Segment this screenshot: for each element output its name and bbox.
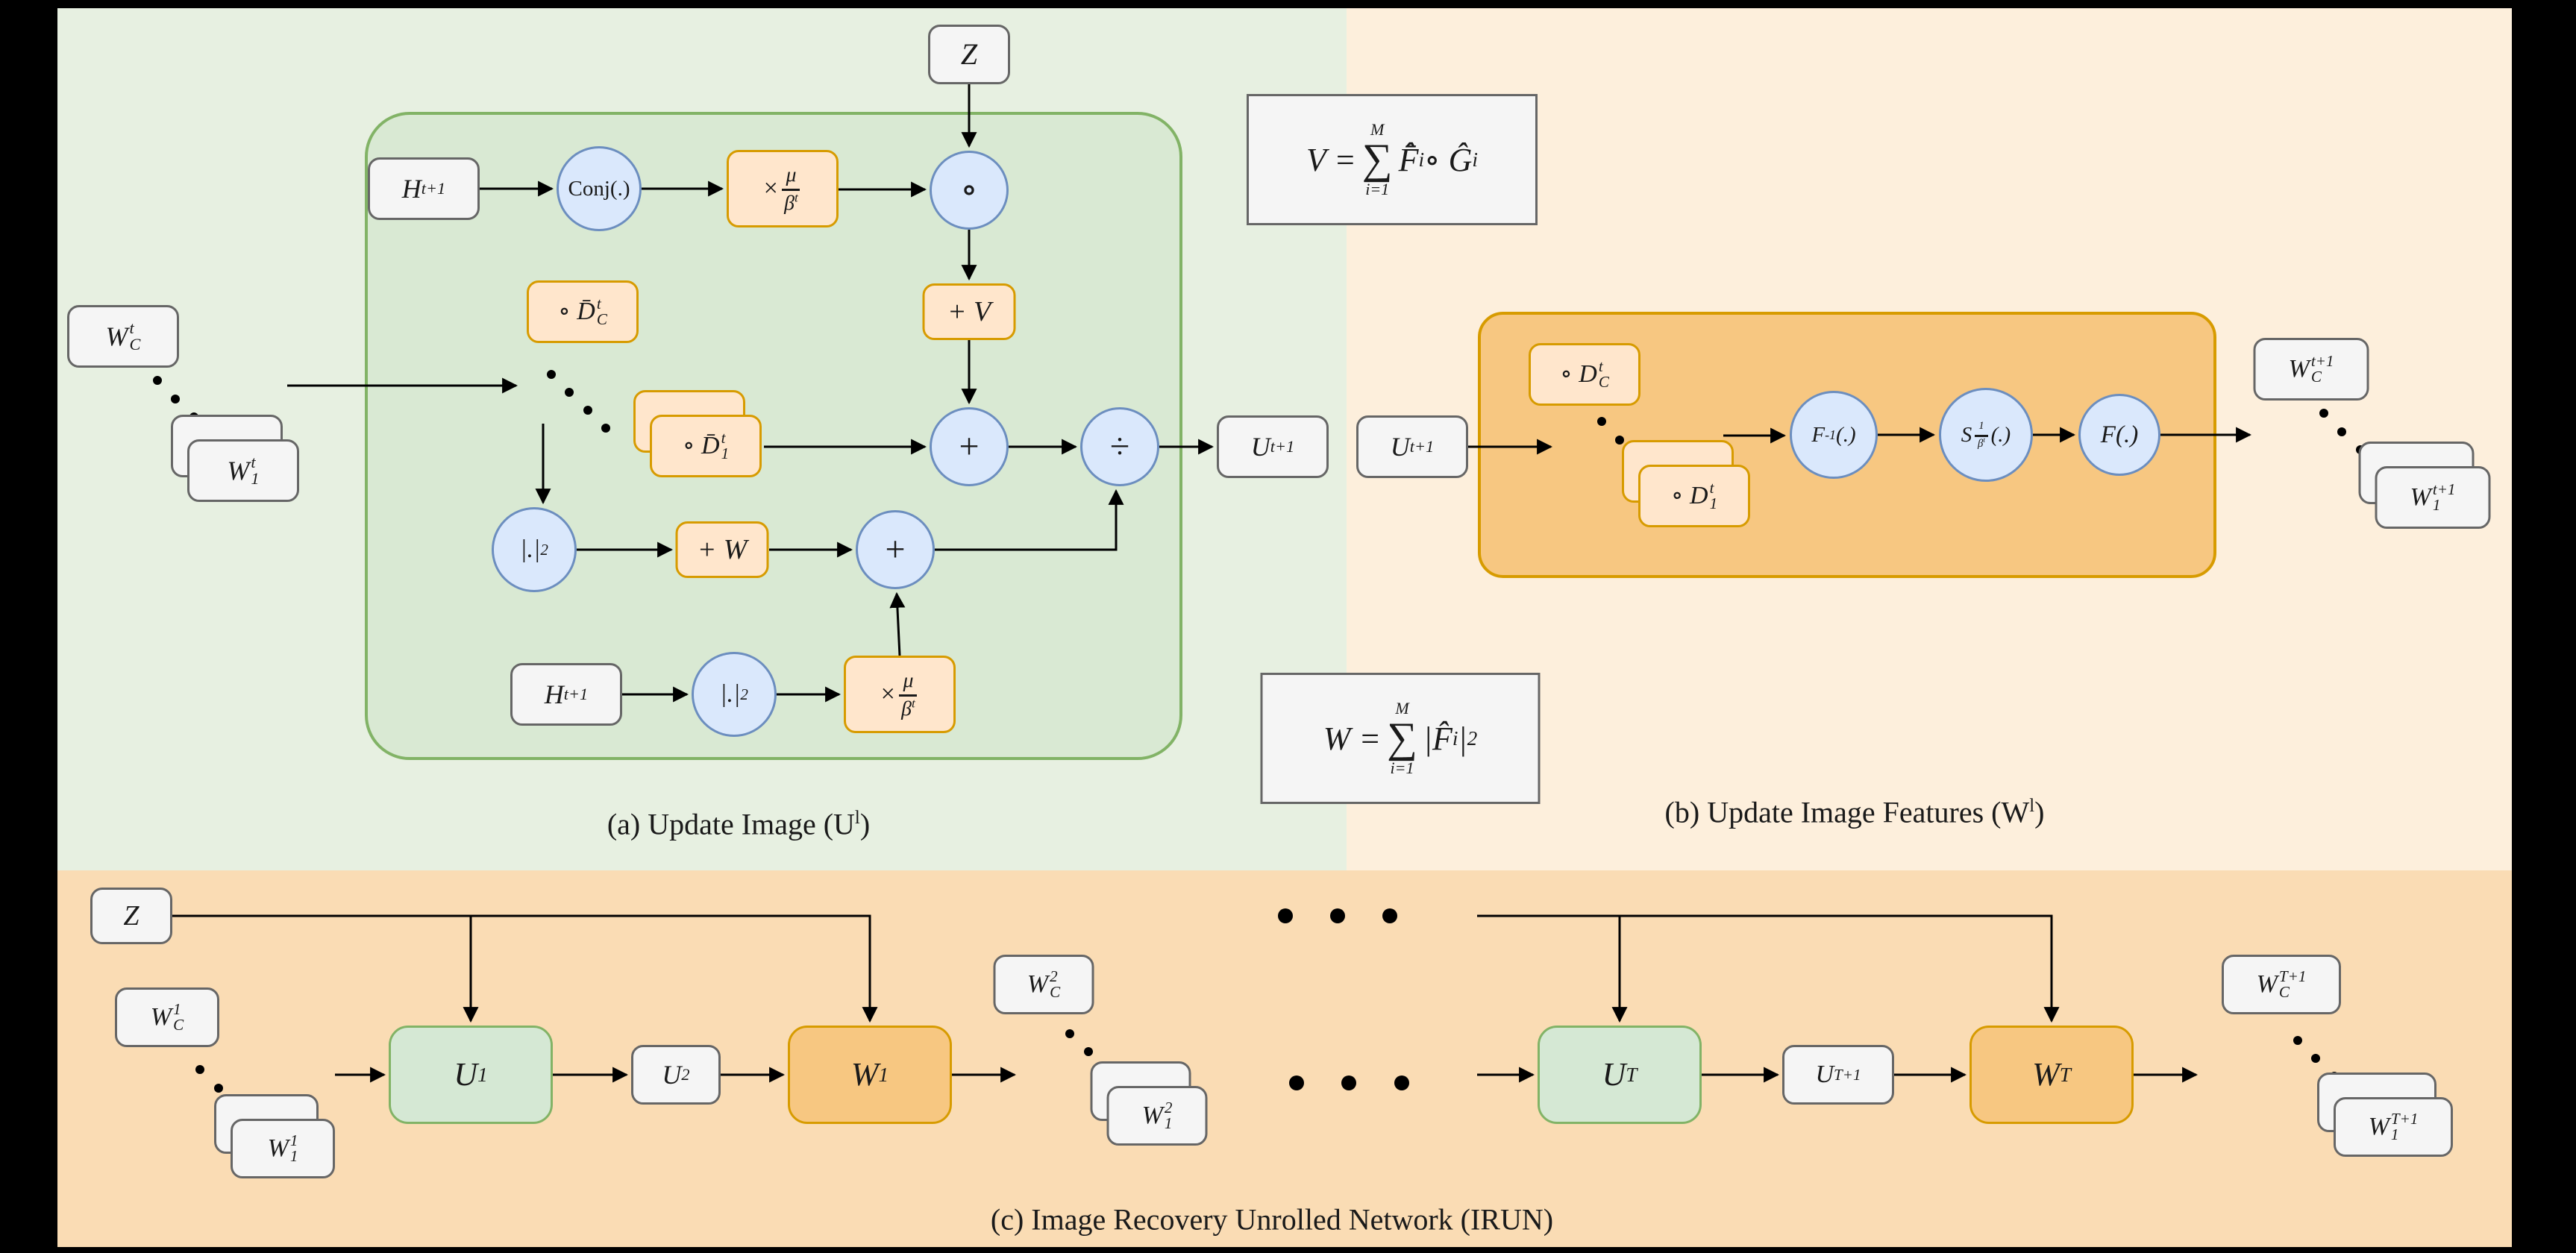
- plus-w-box: + W: [675, 521, 769, 578]
- abs-squared-circle-mid: |.|2: [492, 507, 577, 592]
- sum-circle-top: +: [930, 407, 1009, 486]
- w-definition-box: W = M∑i=1 |F̂i|2: [1260, 673, 1541, 804]
- fourier-circle: F(.): [2078, 394, 2160, 476]
- z-measurements-box: Z: [928, 25, 1010, 84]
- panel-a-arrows: [287, 84, 1215, 703]
- hadamard-product-circle: ∘: [930, 151, 1009, 230]
- sum-circle-bottom: +: [856, 510, 935, 589]
- caption-c: (c) Image Recovery Unrolled Network (IRU…: [990, 1202, 1554, 1237]
- caption-a: (a) Update Image (Ul): [607, 807, 871, 841]
- conjugate-op-circle: Conj(.): [557, 146, 642, 231]
- caption-b: (b) Update Image Features (Wl): [1664, 795, 2045, 829]
- divide-circle: ÷: [1080, 407, 1159, 486]
- panel-b-arrows: [1468, 427, 2252, 455]
- abs-squared-circle-bottom: |.|2: [692, 652, 777, 737]
- plus-v-box: + V: [922, 283, 1016, 340]
- inverse-fourier-circle: F-1(.): [1790, 391, 1878, 479]
- irun-z-box: Z: [90, 888, 172, 944]
- panel-c-arrows: [172, 914, 2199, 1083]
